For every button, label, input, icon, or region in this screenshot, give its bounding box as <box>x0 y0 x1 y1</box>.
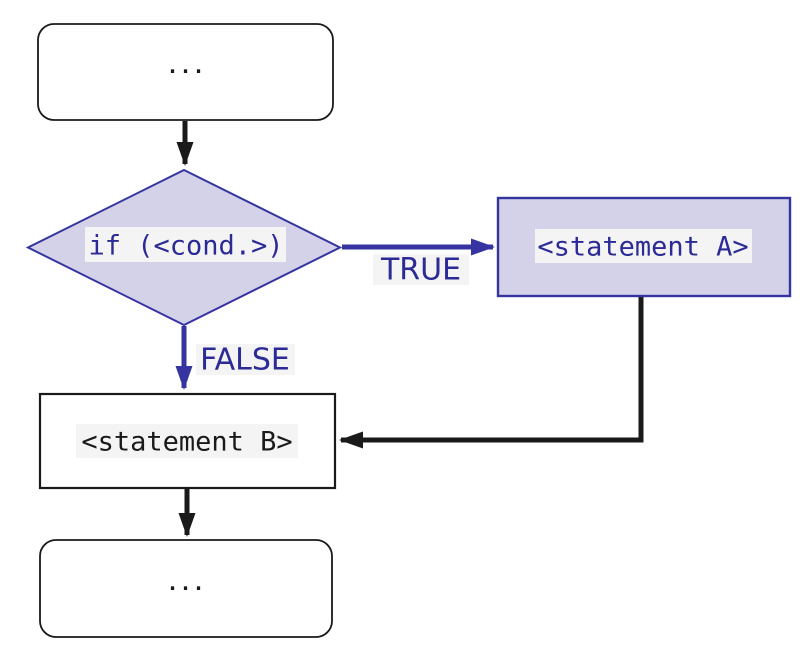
condition-label-bg <box>85 227 286 262</box>
edge-statement-a-to-b <box>339 296 644 449</box>
false-label-bg <box>196 344 295 375</box>
statement-b-node-label: <statement B> <box>81 427 292 458</box>
statement-b-label-bg <box>76 424 298 458</box>
end-node <box>39 539 333 638</box>
true-label-bg <box>373 254 469 285</box>
start-node <box>37 23 334 121</box>
end-node-label: ... <box>166 571 205 595</box>
statement-a-node-label: <statement A> <box>537 232 748 263</box>
false-branch-label: FALSE <box>200 343 290 378</box>
condition-node-label: if (<cond.>) <box>88 231 283 262</box>
start-node-label: ... <box>166 54 205 78</box>
true-branch-label: TRUE <box>380 253 461 288</box>
statement-a-label-bg <box>535 229 752 263</box>
